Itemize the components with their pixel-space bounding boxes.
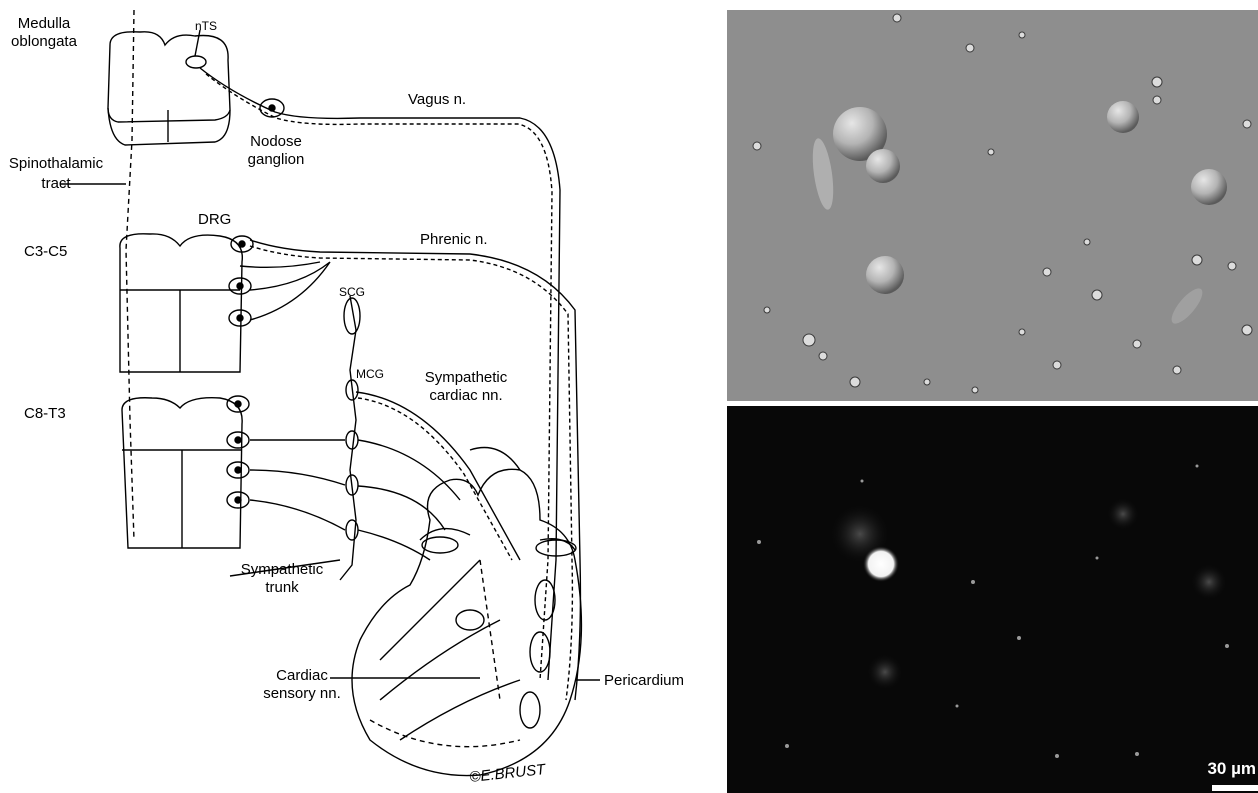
label-symp-cardiac-2: cardiac nn.	[429, 387, 502, 404]
nts-nucleus	[186, 56, 206, 68]
label-c3c5: C3-C5	[24, 243, 67, 260]
scale-bar-label: 30 µm	[1207, 759, 1256, 779]
label-nts: nTS	[195, 19, 217, 33]
micrograph-fluorescence-panel: 30 µm	[727, 406, 1258, 793]
label-drg: DRG	[198, 211, 231, 228]
label-nodose-1: Nodose	[250, 133, 302, 150]
scale-bar	[1212, 785, 1258, 791]
label-nodose-2: ganglion	[248, 151, 305, 168]
heart-outline	[352, 469, 581, 775]
phrenic-nerve	[250, 240, 580, 700]
spinothalamic-tract	[126, 10, 134, 540]
micrograph-dic-panel	[727, 10, 1258, 401]
fluorescent-specks	[757, 465, 1229, 759]
label-symp-trunk-1: Sympathetic	[241, 561, 324, 578]
label-phrenic: Phrenic n.	[420, 231, 488, 248]
aorta-opening	[422, 537, 458, 553]
label-medulla-2: oblongata	[11, 33, 78, 50]
label-pericardium: Pericardium	[604, 672, 684, 689]
label-cardiac-sensory-2: sensory nn.	[263, 685, 341, 702]
label-cardiac-sensory-1: Cardiac	[276, 667, 328, 684]
label-scg: SCG	[339, 285, 365, 299]
label-symp-cardiac-1: Sympathetic	[425, 369, 508, 386]
neuron-cells	[833, 101, 1227, 294]
label-spinothalamic-2: tract	[41, 175, 71, 192]
label-symp-trunk-2: trunk	[265, 579, 299, 596]
cardiac-innervation-diagram: Medulla oblongata nTS Vagus n. Nodose ga…	[0, 0, 700, 793]
medulla-lower	[108, 108, 230, 145]
label-medulla-1: Medulla	[18, 15, 71, 32]
label-spinothalamic-1: Spinothalamic	[9, 155, 104, 172]
spinal-segment-c3c5	[120, 234, 242, 372]
label-mcg: MCG	[356, 367, 384, 381]
sympathetic-cardiac-nerves	[356, 392, 520, 560]
artist-signature: ©E.BRUST	[469, 761, 548, 786]
label-c8t3: C8-T3	[24, 405, 66, 422]
label-vagus: Vagus n.	[408, 91, 466, 108]
fluorescent-cells	[830, 498, 1227, 690]
